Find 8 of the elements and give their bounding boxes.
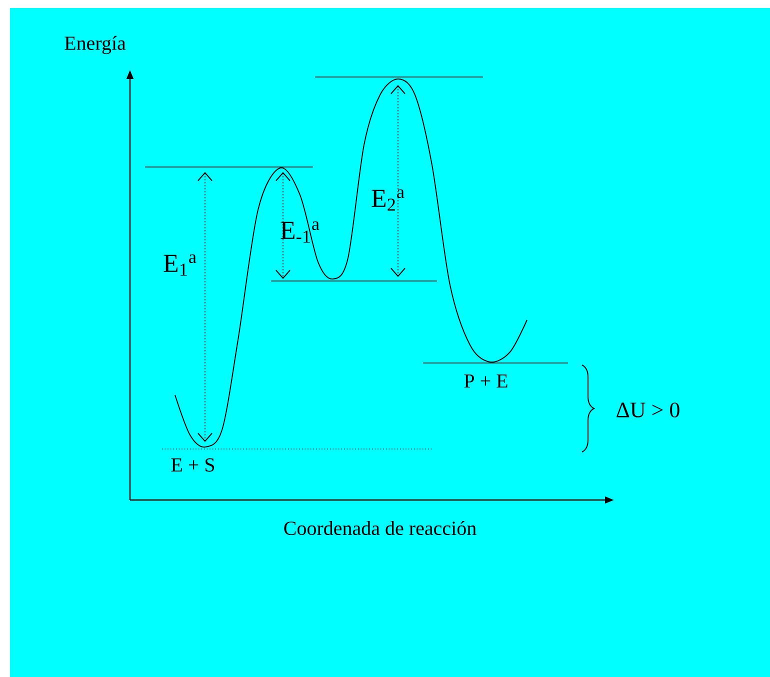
- barrier-label: E$_{1}$a: [164, 254, 196, 276]
- barrier-label: E$_{2}$a: [372, 189, 404, 211]
- level-label: P + E: [464, 374, 508, 388]
- barrier-label: E$_{-1}$a: [280, 221, 320, 243]
- energy-change-label: ΔU > 0: [616, 402, 680, 418]
- axis-label: Energía: [64, 36, 126, 54]
- level-label: E + S: [171, 458, 214, 472]
- axis-label: Coordenada de reacción: [284, 520, 476, 536]
